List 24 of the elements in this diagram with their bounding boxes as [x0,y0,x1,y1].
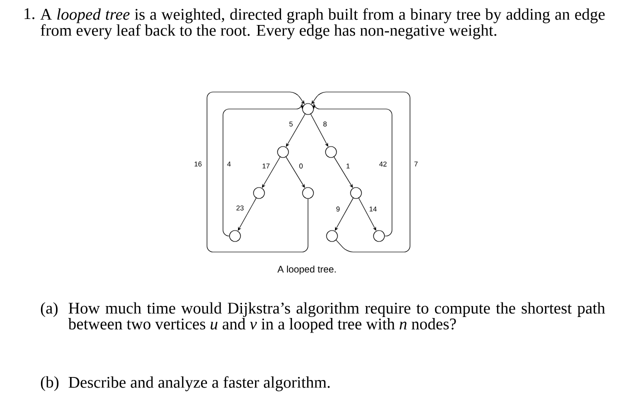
arrow [238,198,256,231]
arrow [310,114,328,147]
arrow [334,198,354,231]
vertex-circle [326,230,338,242]
arrow [311,92,410,252]
caption: A looped tree. [277,266,336,274]
item-number: (a) [40,302,58,317]
vertex-circle [302,187,314,199]
vertex-circle [229,230,241,242]
arrow [206,92,308,252]
arrow [312,102,392,236]
vertex-circle [302,103,314,115]
question-text: How much time would Dijkstra’s algorithm require to compute the shortest path between two vertices u and v in a looped tree with n nodes? [68,302,606,333]
arrow [222,102,304,236]
vertex-circle [277,146,289,158]
arrow [358,198,376,231]
item-number: (b) [40,376,58,391]
question-text: Describe and analyze a faster algorithm. [68,376,330,392]
item-number: 1. [24,8,34,20]
vertex-circle [325,146,337,158]
vertex-circle [350,187,362,199]
problem-text: A looped tree is a weighted, directed graph built from a binary tree by adding an edge from every leaf back to the root. Every edge has non-negative weight. [40,8,605,40]
vertex-circle [373,230,385,242]
vertex-circle [253,187,265,199]
